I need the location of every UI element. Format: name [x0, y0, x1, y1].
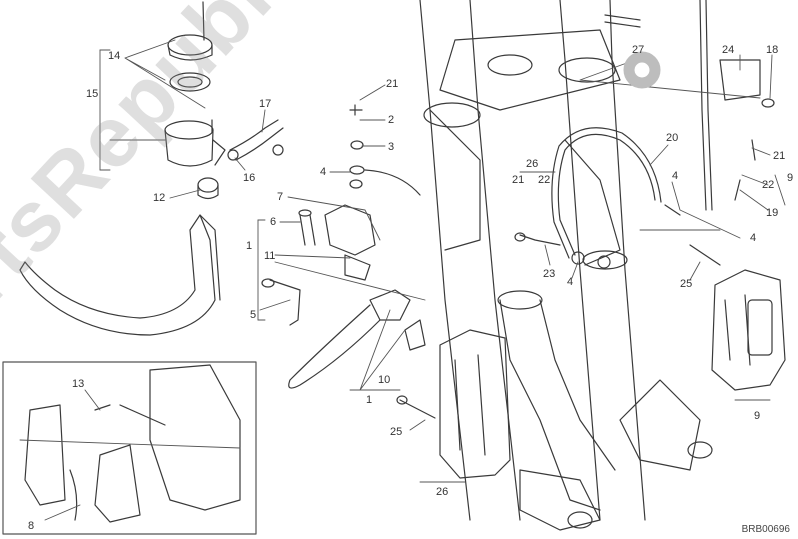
- callout-9b[interactable]: 9: [754, 410, 761, 422]
- gear-icon: [623, 51, 661, 89]
- callout-18[interactable]: 18: [766, 44, 779, 56]
- top-hose: [604, 14, 641, 28]
- callout-4[interactable]: 4: [320, 166, 327, 178]
- callout-3[interactable]: 3: [388, 141, 395, 153]
- callout-21b[interactable]: 21: [512, 174, 525, 186]
- callout-20[interactable]: 20: [666, 132, 679, 144]
- callout-12[interactable]: 12: [153, 192, 166, 204]
- leader-lines: [19, 39, 786, 521]
- callout-26[interactable]: 26: [526, 158, 539, 170]
- callout-1b[interactable]: 1: [366, 394, 373, 406]
- left-caliper: [396, 329, 511, 479]
- brake-hose: [514, 127, 681, 269]
- callout-23[interactable]: 23: [543, 268, 556, 280]
- callout-16[interactable]: 16: [243, 172, 256, 184]
- callout-15[interactable]: 15: [86, 88, 99, 100]
- reservoir-assembly: [164, 1, 226, 200]
- callout-19[interactable]: 19: [766, 207, 779, 219]
- callout-25b[interactable]: 25: [390, 426, 403, 438]
- callout-4b[interactable]: 4: [672, 170, 679, 182]
- callout-24[interactable]: 24: [722, 44, 735, 56]
- callout-26b[interactable]: 26: [436, 486, 449, 498]
- callout-7[interactable]: 7: [277, 191, 284, 203]
- right-caliper: [711, 269, 786, 391]
- callout-8[interactable]: 8: [28, 520, 35, 532]
- callout-9[interactable]: 9: [787, 172, 794, 184]
- callout-22b[interactable]: 22: [762, 179, 775, 191]
- callout-4d[interactable]: 4: [567, 276, 574, 288]
- right-brake-line: [689, 0, 775, 266]
- callout-10[interactable]: 10: [378, 374, 391, 386]
- callout-17[interactable]: 17: [259, 98, 272, 110]
- drawing-code: BRB00696: [741, 524, 790, 535]
- callout-13[interactable]: 13: [72, 378, 85, 390]
- callout-4c[interactable]: 4: [750, 232, 757, 244]
- reservoir-hose: [227, 119, 284, 161]
- callout-14[interactable]: 14: [108, 50, 121, 62]
- lever-guard: [19, 214, 221, 336]
- callout-21[interactable]: 21: [386, 78, 399, 90]
- fork-assembly: [419, 0, 713, 531]
- callout-5[interactable]: 5: [250, 309, 257, 321]
- callout-2[interactable]: 2: [388, 114, 395, 126]
- callout-1[interactable]: 1: [246, 240, 253, 252]
- callout-6[interactable]: 6: [270, 216, 277, 228]
- callout-27[interactable]: 27: [632, 44, 645, 56]
- callout-25[interactable]: 25: [680, 278, 693, 290]
- callout-11[interactable]: 11: [264, 250, 276, 262]
- callout-22[interactable]: 22: [538, 174, 551, 186]
- callout-21c[interactable]: 21: [773, 150, 786, 162]
- brake-pads-inset: [2, 361, 257, 535]
- master-cylinder: [261, 104, 426, 389]
